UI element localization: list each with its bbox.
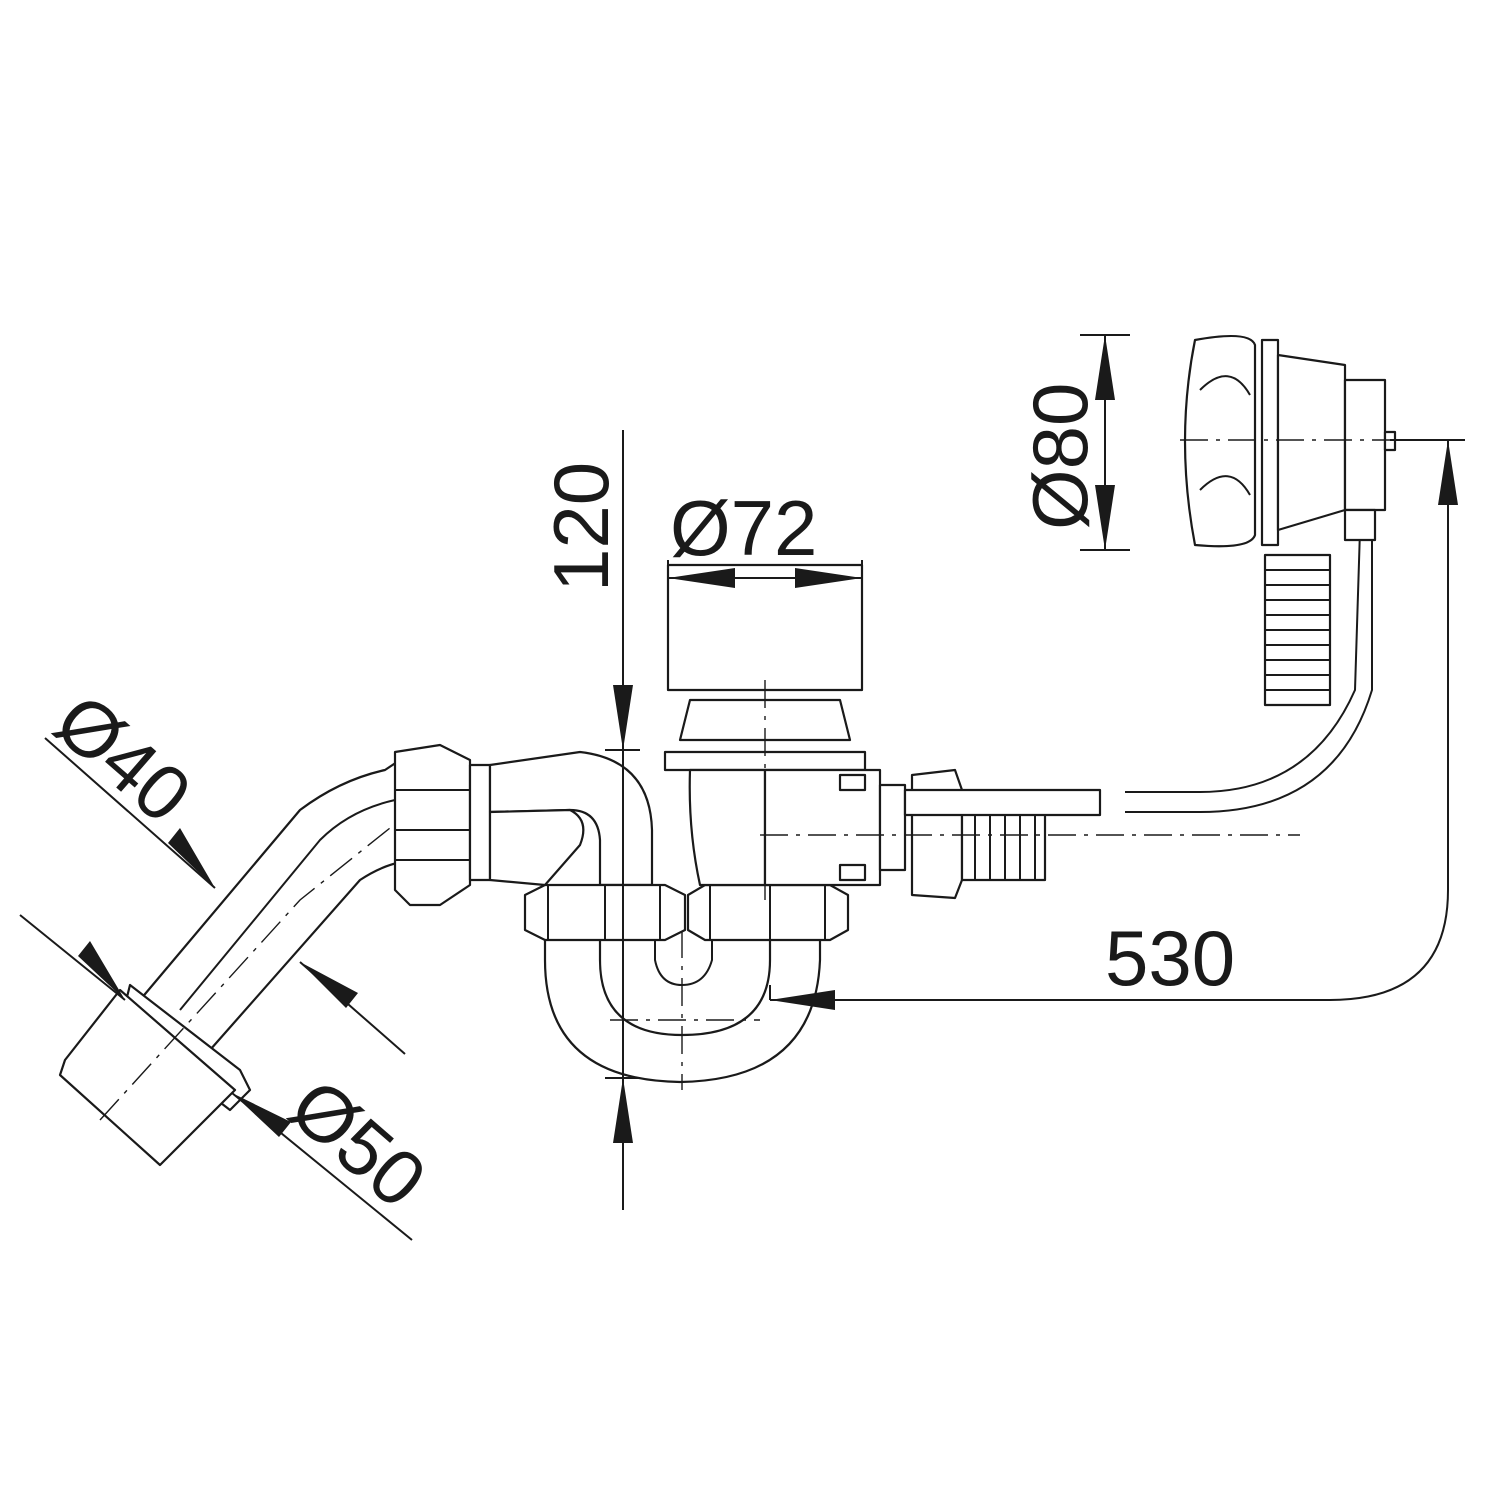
trap-bowl: [543, 930, 822, 1090]
outlet-pipe: [58, 758, 422, 1167]
trap-height-label: 120: [537, 462, 625, 592]
overflow-hose: [1125, 529, 1373, 813]
outlet-diameter-label: Ø50: [274, 1061, 443, 1224]
left-union-nut: [393, 743, 492, 907]
dimension-overall-length: 530: [769, 439, 1465, 1010]
overflow-head: [1180, 334, 1400, 548]
dimension-drain-diameter: Ø72: [667, 484, 863, 600]
drain-body: [663, 563, 882, 900]
overflow-diameter-label: Ø80: [1016, 383, 1104, 530]
drain-diameter-label: Ø72: [670, 484, 817, 572]
trap-arm: [488, 750, 654, 887]
overall-length-label: 530: [1105, 914, 1235, 1002]
overflow-connector: [760, 768, 1300, 900]
inlet-diameter-label: Ø40: [39, 676, 208, 839]
trap-nuts: [523, 883, 850, 942]
dimension-overflow-diameter: Ø80: [1016, 334, 1130, 551]
dimension-trap-height: 120: [537, 430, 640, 1210]
